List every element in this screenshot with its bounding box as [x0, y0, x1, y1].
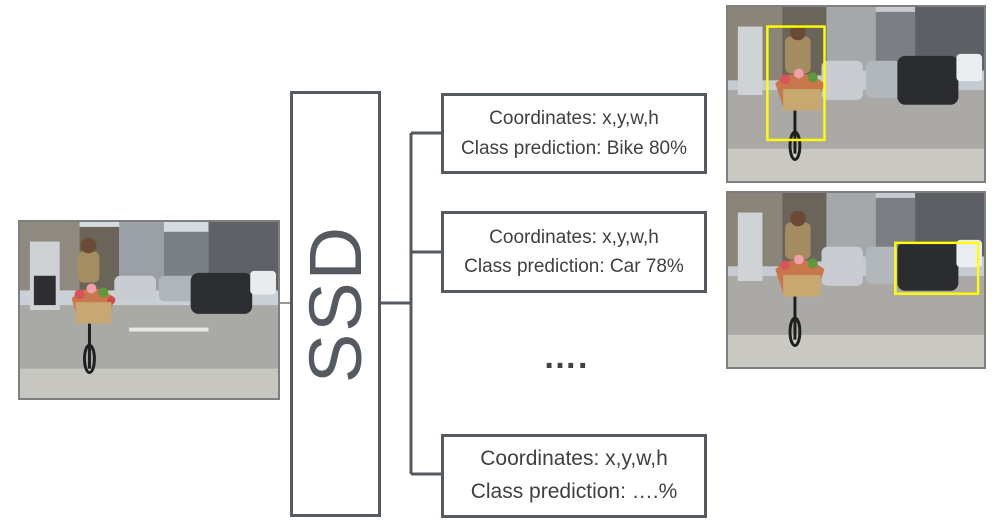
output-photo-car-detection	[726, 191, 986, 369]
prediction-box-car: Coordinates: x,y,w,h Class prediction: C…	[441, 211, 707, 293]
car-detection-box	[894, 241, 980, 295]
bike-detection-box	[766, 25, 826, 142]
class-prediction-text: Class prediction: Car 78%	[464, 256, 684, 277]
coordinates-text: Coordinates: x,y,w,h	[489, 226, 659, 248]
coordinates-text: Coordinates: x,y,w,h	[480, 447, 668, 471]
output-photo-bike-detection	[726, 5, 986, 183]
ssd-label: SSD	[293, 224, 377, 384]
coordinates-text: Coordinates: x,y,w,h	[489, 108, 659, 130]
prediction-box-bike: Coordinates: x,y,w,h Class prediction: B…	[441, 93, 707, 174]
class-prediction-text: Class prediction: ….%	[470, 480, 678, 503]
class-prediction-text: Class prediction: Bike 80%	[461, 137, 687, 159]
input-photo	[18, 220, 280, 400]
prediction-box-generic: Coordinates: x,y,w,h Class prediction: ……	[441, 434, 707, 518]
more-predictions-ellipsis: ….	[543, 338, 589, 376]
ssd-block: SSD	[290, 91, 381, 517]
